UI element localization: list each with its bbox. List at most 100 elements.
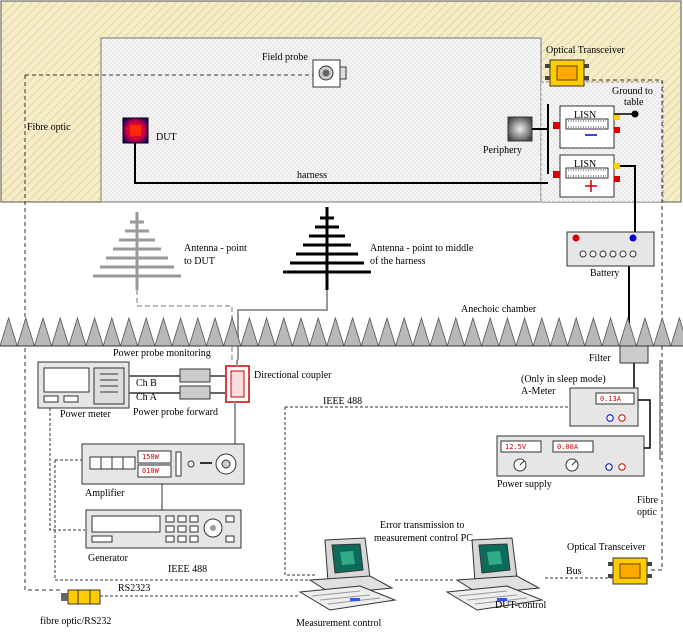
ground-point xyxy=(631,110,639,118)
power-supply-label: Power supply xyxy=(497,479,552,490)
absorber-cone xyxy=(343,316,362,347)
ameter-supply-cable xyxy=(638,399,651,449)
power-supply-icon xyxy=(496,435,645,477)
lisn-icon xyxy=(553,154,620,198)
field-probe-icon xyxy=(312,59,347,88)
lisn-label-2: LISN xyxy=(574,159,597,170)
absorber-cone xyxy=(188,316,207,347)
absorber-cone xyxy=(412,316,431,347)
absorber-cone xyxy=(618,316,637,347)
dut-label: DUT xyxy=(156,132,177,143)
dut-control-label: DUT-control xyxy=(495,600,547,611)
fibre-label: Fibre xyxy=(637,495,659,506)
absorber-cone xyxy=(16,316,35,347)
ch-a-label: Ch A xyxy=(136,392,157,403)
measurement-control-label: Measurement control xyxy=(296,618,382,629)
absorber-cone xyxy=(549,316,569,347)
antenna-dut-label: Antenna - point xyxy=(184,243,247,254)
absorber-cone xyxy=(257,316,276,347)
fibre-optic-line xyxy=(24,74,315,591)
optical-transceiver-icon xyxy=(545,59,589,87)
absorber-cone xyxy=(446,316,465,347)
directional-coupler-icon xyxy=(225,360,250,403)
ammeter-icon xyxy=(569,387,639,427)
generator-icon xyxy=(85,509,242,549)
absorber-cone xyxy=(601,316,620,347)
harness-cable xyxy=(134,143,548,184)
generator-label: Generator xyxy=(88,553,128,564)
power-probe-forward-label: Power probe forward xyxy=(133,407,218,418)
battery-label: Battery xyxy=(590,268,620,279)
absorber-cone xyxy=(119,316,139,347)
absorber-cone xyxy=(326,316,345,347)
computer-icon xyxy=(298,537,397,611)
anechoic-absorbers xyxy=(0,316,683,347)
anechoic-chamber-label: Anechoic chamber xyxy=(461,304,537,315)
power-supply-current-display: 0.00A xyxy=(557,443,579,451)
fibre-optic-label: Fibre optic xyxy=(27,122,71,133)
absorber-cone xyxy=(85,316,104,347)
fibre-connector-icon xyxy=(61,589,101,605)
power-meter-icon xyxy=(37,361,130,409)
pm-gpib-line xyxy=(49,408,85,531)
power-probe-a xyxy=(179,385,211,400)
fibre-optic-rs232-label: fibre optic/RS232 xyxy=(40,616,112,627)
ammeter-display: 0.13A xyxy=(600,395,622,403)
rs2323-label: RS2323 xyxy=(118,583,151,594)
filter-label: Filter xyxy=(589,353,611,364)
absorber-cone xyxy=(635,316,655,347)
absorber-cone xyxy=(154,316,173,347)
ieee-488-bus xyxy=(54,459,82,580)
filter-cable xyxy=(633,363,636,391)
absorber-cone xyxy=(532,316,551,347)
lisn-label: LISN xyxy=(574,110,597,121)
directional-coupler-label: Directional coupler xyxy=(254,370,332,381)
absorber-cone xyxy=(102,316,121,347)
lisn-icon xyxy=(553,105,620,149)
absorber-cone xyxy=(309,316,328,347)
fibre-label-2: optic xyxy=(637,507,657,518)
absorber-cone xyxy=(584,316,603,347)
antenna-harness-label: Antenna - point to middle xyxy=(370,243,474,254)
battery-icon xyxy=(566,231,655,267)
absorber-cone xyxy=(670,316,683,347)
antenna-icon xyxy=(93,212,181,290)
absorber-cone xyxy=(137,316,156,347)
absorber-cone xyxy=(653,316,672,347)
optical-transceiver-label-2: Optical Transceiver xyxy=(567,542,646,553)
periphery-icon xyxy=(507,116,533,142)
absorber-cone xyxy=(481,316,500,347)
ground-to-table-label-2: table xyxy=(624,97,644,108)
power-supply-voltage-display: 12.5V xyxy=(505,443,527,451)
ieee-488-label: IEEE 488 xyxy=(323,396,363,407)
a-meter-label: A-Meter xyxy=(521,386,556,397)
absorber-cone xyxy=(205,316,225,347)
battery-cable xyxy=(620,165,636,232)
power-probe-b xyxy=(179,368,211,383)
power-probe-monitoring-label: Power probe monitoring xyxy=(113,348,211,359)
optical-transceiver-label: Optical Transceiver xyxy=(546,45,625,56)
sleep-mode-label: (Only in sleep mode) xyxy=(521,374,606,385)
harness-label: harness xyxy=(297,170,327,181)
periphery-label: Periphery xyxy=(483,145,522,156)
ieee-488-bus xyxy=(284,407,315,576)
absorber-cone xyxy=(51,316,70,347)
amplifier-display-bottom: 010W xyxy=(142,467,159,475)
amplifier-label: Amplifier xyxy=(85,488,125,499)
absorber-cone xyxy=(274,316,293,347)
amplifier-icon xyxy=(81,443,245,485)
absorber-cone xyxy=(429,316,448,347)
absorber-cone xyxy=(360,316,379,347)
absorber-cone xyxy=(291,316,311,347)
filter-icon xyxy=(619,345,649,364)
absorber-cone xyxy=(68,316,87,347)
antenna-harness-label-2: of the harness xyxy=(370,256,426,267)
absorber-cone xyxy=(498,316,517,347)
absorber-cone xyxy=(33,316,53,347)
coupler-amp-cable xyxy=(234,402,243,446)
periphery-cable xyxy=(532,104,549,174)
antenna-icon xyxy=(283,207,371,290)
error-transmission-label: Error transmission to xyxy=(380,520,465,531)
